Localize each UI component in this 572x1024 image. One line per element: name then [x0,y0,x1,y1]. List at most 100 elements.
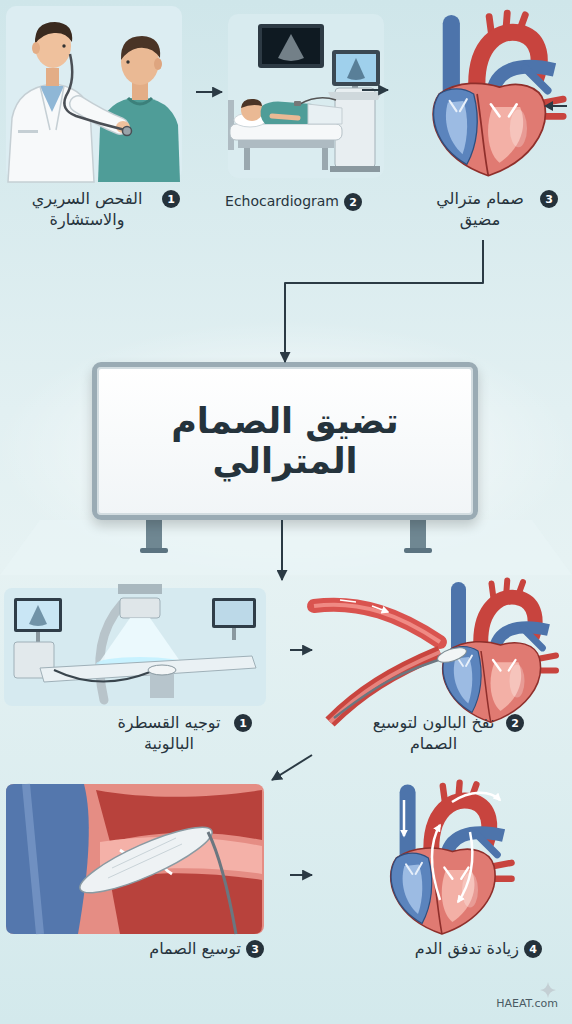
heart-illustration-part [433,13,563,176]
flow-arrow [290,649,312,651]
stage-glow [0,320,572,580]
caption-row: 1 الفحص السريري والاستشارة [17,188,180,230]
step-caption: صمام مترالي مضيق [425,188,535,230]
consultation-illustration-part [46,68,59,86]
flow-arrow [285,240,483,362]
flow-arrow [362,89,388,91]
consultation-illustration-part [40,86,64,130]
callout-number: 3 [540,190,558,208]
consultation-illustration [6,6,182,182]
balloon-insertion-illustration-part [314,605,440,642]
heart-illustration-part [544,101,553,111]
valve-dilation-illustration-part [74,816,219,904]
callout-number: 2 [506,714,524,732]
callout-number: 1 [162,190,180,208]
cath-lab-illustration [4,584,266,706]
sparkle-mark [540,982,556,998]
blood-flow-illustration-part [458,832,472,902]
flow-arrow [272,755,312,780]
flow-arrow [281,520,283,580]
echocardiogram-illustration-part [262,28,320,64]
step-caption: توجيه القسطرة البالونية [109,712,229,754]
echocardiogram-illustration-part [328,92,382,100]
echocardiogram-illustration-part [330,166,380,172]
sign-legs-part [146,516,162,550]
echocardiogram-illustration-part [244,148,250,170]
consultation-illustration-part [18,130,38,133]
consultation-illustration-part [35,22,72,44]
cath-lab-illustration-part [212,598,256,628]
cath-lab-illustration-part [215,601,253,625]
caption-row: 4 زيادة تدفق الدم [415,938,542,959]
cath-lab-illustration-part [40,656,256,682]
step-caption: الفحص السريري والاستشارة [17,188,157,230]
echocardiogram-illustration-part [322,148,328,170]
echocardiogram-illustration-part [308,104,342,124]
flow-arrow [196,91,222,93]
callout-number: 1 [234,714,252,732]
balloon-insertion-illustration-part [330,652,440,722]
cath-lab-illustration-part [120,598,160,618]
step-caption: Echocardiogram [225,191,339,212]
valve-dilation-illustration-part [108,838,182,878]
blood-flow-illustration-part [452,793,500,802]
step-node: 1 الفحص السريري والاستشارة [0,0,196,240]
cath-lab-illustration-part [118,584,162,594]
cath-lab-illustration-part [148,665,176,675]
step-caption: توسيع الصمام [149,938,241,959]
balloon-insertion-illustration [314,581,556,723]
callout-number: 3 [246,940,264,958]
balloon-insertion-illustration-part [436,645,468,666]
echocardiogram-illustration-part [238,140,334,148]
cath-lab-illustration-part [4,588,266,706]
sign-board: تضيق الصمام المترالي [92,362,478,520]
consultation-illustration-part [32,42,40,54]
valve-dilation-illustration-part [26,784,40,934]
balloon-insertion-illustration-part [340,600,388,612]
step-node: 3 صمام مترالي مضيق [388,0,572,240]
consultation-illustration-part [62,44,65,47]
heart-illustration-part [552,105,567,107]
balloon-insertion-illustration-part [330,652,440,722]
blood-flow-illustration-part [391,783,512,934]
stage-floor [0,520,572,575]
sign-legs-part [404,548,432,553]
consultation-illustration-part [154,58,162,70]
blood-flow-illustration-part [432,825,440,900]
step-node: 1 توجيه القسطرة البالونية [0,580,290,765]
step-caption: نفخ البالون لتوسيع الصمام [366,712,501,754]
echocardiogram-illustration-part [272,116,298,118]
cath-lab-illustration-part [150,672,174,698]
cath-lab-illustration-part [36,632,40,642]
callout-number: 4 [524,940,542,958]
echocardiogram-illustration [228,14,384,178]
caption-row: 2 Echocardiogram [225,191,362,212]
echocardiogram-illustration-part [332,50,380,86]
balloon-insertion-illustration-part [334,656,452,718]
echocardiogram-illustration-part [300,98,336,104]
cath-lab-illustration-part [54,670,150,682]
echocardiogram-illustration-part [258,24,324,68]
caption-row: 3 صمام مترالي مضيق [425,188,558,230]
echocardiogram-illustration-part [294,101,301,106]
sign-legs-part [410,516,426,550]
step-node: 2 Echocardiogram [222,0,362,240]
heart-illustration [433,13,567,176]
echocardiogram-illustration-part [261,102,315,125]
sign-legs-part [140,548,168,553]
step-caption: زيادة تدفق الدم [415,938,519,959]
consultation-illustration-part [121,36,160,60]
caption-row: 2 نفخ البالون لتوسيع الصمام [366,712,524,754]
valve-dilation-illustration-part [6,784,264,934]
consultation-illustration-part [64,54,125,130]
echocardiogram-illustration-part [278,34,304,61]
cath-lab-illustration-part [14,598,62,632]
blood-flow-illustration-part [403,800,406,836]
echocardiogram-illustration-part [241,99,263,121]
echocardiogram-illustration-part [336,54,376,82]
blood-flow-illustration [391,783,512,934]
caption-row: 3 توسيع الصمام [149,938,264,959]
callout-number: 2 [344,193,362,211]
valve-dilation-illustration [6,784,264,934]
